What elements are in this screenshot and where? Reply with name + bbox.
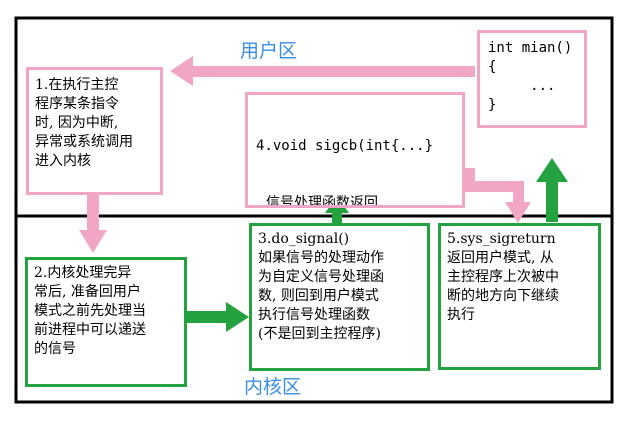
user-zone-label: 用户区 [240,40,298,62]
arrow-step4-to-step5 [464,168,531,223]
arrow-step2-to-step3 [187,302,249,332]
arrow-step5-to-main [536,158,568,222]
step1-box: 1.在执行主控 程序某条指令 时, 因为中断, 异常或系统调用 进入内核 [26,67,163,195]
step4-title: 4.void sigcb(int{...} [256,138,434,154]
main-program-box: int mian() { ... } [477,30,587,128]
kernel-zone-label: 内核区 [244,376,302,398]
outer-frame [14,16,614,404]
step4-body: 信号处理函数返回 时执行特殊的系统 调用sigreturn再 次进入内核 [266,195,378,208]
step5-box: 5.sys_sigreturn 返回用户模式, 从 主控程序上次被中 断的地方向… [438,223,601,370]
arrow-main-to-step1 [170,56,475,86]
step4-box: 4.void sigcb(int{...} 信号处理函数返回 时执行特殊的系统 … [245,92,465,208]
step3-box: 3.do_signal() 如果信号的处理动作 为自定义信号处理函 数, 则回到… [249,223,430,371]
step2-box: 2.内核处理完异 常后, 准备回用户 模式之前先处理当 前进程中可以递送 的信号 [25,257,187,387]
arrow-step1-to-step2 [79,195,107,253]
